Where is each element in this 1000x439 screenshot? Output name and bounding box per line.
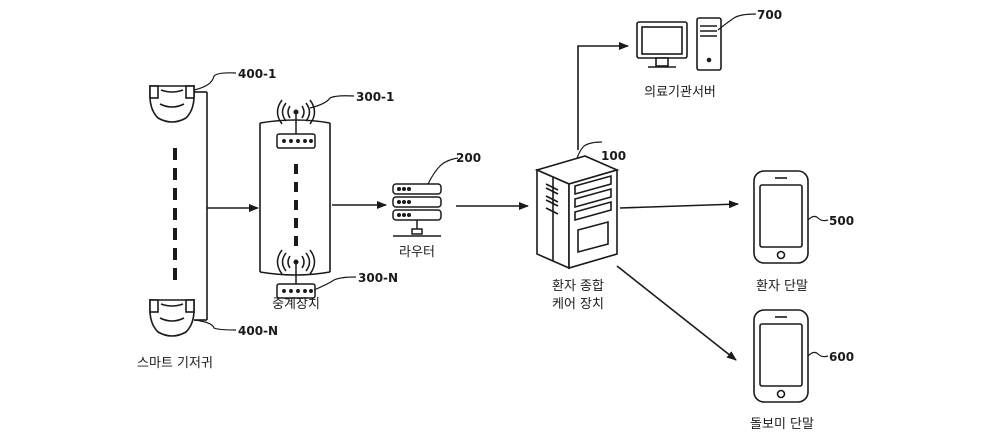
- network-router-icon: [392, 183, 442, 237]
- arrow-care-to-server: [577, 42, 629, 150]
- ref-100: 100: [601, 149, 626, 163]
- leader-300-1: [309, 95, 355, 109]
- arrow-care-to-patient: [619, 200, 739, 209]
- label-care-device-line1: 환자 종합: [552, 279, 604, 294]
- diaper-bracket: [194, 91, 208, 321]
- desktop-computer-icon: [636, 17, 722, 71]
- diaper-icon-top: [149, 85, 195, 123]
- leader-100: [576, 141, 603, 159]
- diaper-icon-bottom: [149, 299, 195, 337]
- wifi-router-icon-top: [276, 99, 316, 149]
- leader-500: [807, 215, 829, 222]
- leader-700: [717, 13, 757, 31]
- leader-400-1: [193, 72, 237, 91]
- ref-300-1: 300-1: [356, 90, 394, 104]
- leader-200: [427, 157, 459, 185]
- label-medical-server: 의료기관서버: [644, 85, 716, 100]
- wifi-router-icon-bottom: [276, 249, 316, 299]
- label-caregiver-terminal: 돌보미 단말: [750, 417, 814, 432]
- ref-400-N: 400-N: [238, 324, 278, 338]
- label-relay-device: 중계장치: [272, 297, 320, 312]
- label-smart-diaper: 스마트 기저귀: [137, 356, 213, 371]
- ref-300-N: 300-N: [358, 271, 398, 285]
- smartphone-icon-caregiver: [753, 309, 809, 403]
- arrow-care-to-caregiver: [616, 265, 737, 361]
- smartphone-icon-patient: [753, 170, 809, 264]
- ref-500: 500: [829, 214, 854, 228]
- label-router: 라우터: [399, 245, 435, 260]
- leader-400-N: [193, 319, 237, 331]
- label-patient-terminal: 환자 단말: [756, 279, 808, 294]
- ref-600: 600: [829, 350, 854, 364]
- label-care-device-line2: 케어 장치: [552, 297, 604, 312]
- leader-600: [807, 351, 829, 358]
- ref-400-1: 400-1: [238, 67, 276, 81]
- ref-700: 700: [757, 8, 782, 22]
- server-cabinet-icon: [534, 155, 620, 270]
- leader-300-N: [313, 276, 357, 291]
- ref-200: 200: [456, 151, 481, 165]
